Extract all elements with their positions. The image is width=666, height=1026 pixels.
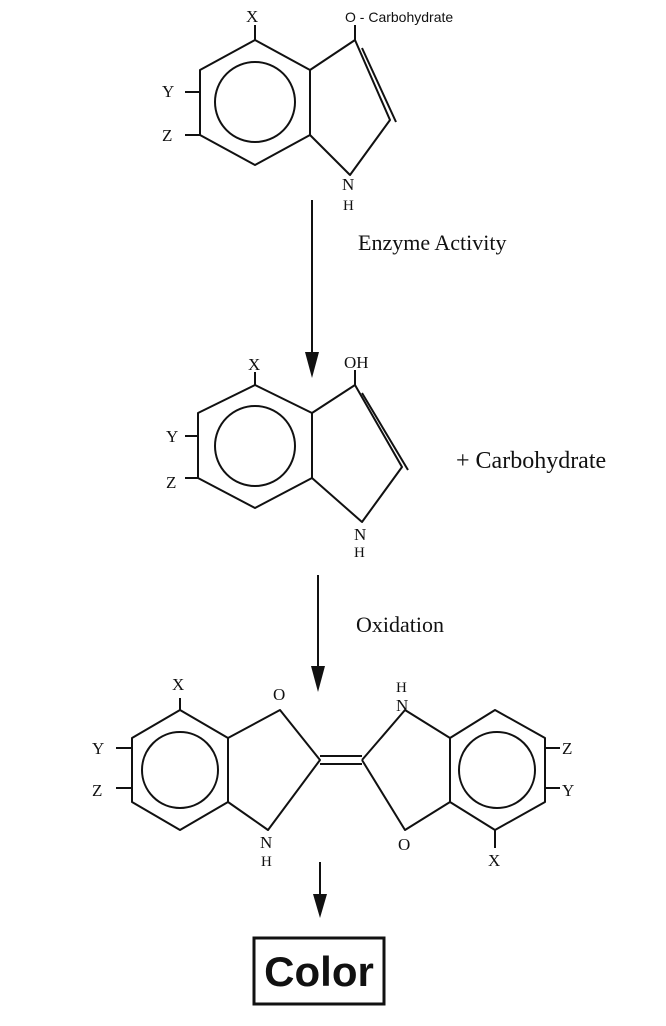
atom-oh: OH <box>344 353 369 372</box>
atom-h: H <box>343 198 354 214</box>
atom-h: H <box>396 680 407 696</box>
color-result-box: Color <box>252 936 386 1006</box>
atom-y: Y <box>166 427 178 446</box>
atom-y: Y <box>562 781 574 800</box>
atom-z: Z <box>166 473 176 492</box>
carbohydrate-substituent-label: O - Carbohydrate <box>345 9 453 25</box>
molecule-indoxyl-glycoside: X Y Z O - Carbohydrate N H <box>162 7 453 214</box>
molecule-indigo: X Y Z O N H H N O Z Y X <box>92 675 574 870</box>
atom-n: N <box>396 696 408 715</box>
atom-o: O <box>273 685 285 704</box>
atom-x: X <box>246 7 258 26</box>
atom-h: H <box>261 854 272 870</box>
arrow-to-color <box>313 862 327 918</box>
enzyme-activity-label: Enzyme Activity <box>358 230 506 255</box>
atom-o: O <box>398 835 410 854</box>
atom-x: X <box>248 355 260 374</box>
atom-x: X <box>172 675 184 694</box>
carbohydrate-product-label: + Carbohydrate <box>456 448 606 474</box>
atom-z: Z <box>162 126 172 145</box>
arrow-enzyme-activity: Enzyme Activity <box>305 200 506 378</box>
atom-n: N <box>260 833 272 852</box>
atom-n: N <box>342 175 354 194</box>
oxidation-label: Oxidation <box>356 612 444 637</box>
arrow-oxidation: Oxidation <box>311 575 444 692</box>
atom-n: N <box>354 525 366 544</box>
atom-x: X <box>488 851 500 870</box>
atom-z: Z <box>92 781 102 800</box>
color-label: Color <box>264 948 374 995</box>
atom-y: Y <box>92 739 104 758</box>
atom-y: Y <box>162 82 174 101</box>
atom-z: Z <box>562 739 572 758</box>
atom-h: H <box>354 545 365 561</box>
molecule-indoxyl: X Y Z OH N H <box>166 353 409 561</box>
